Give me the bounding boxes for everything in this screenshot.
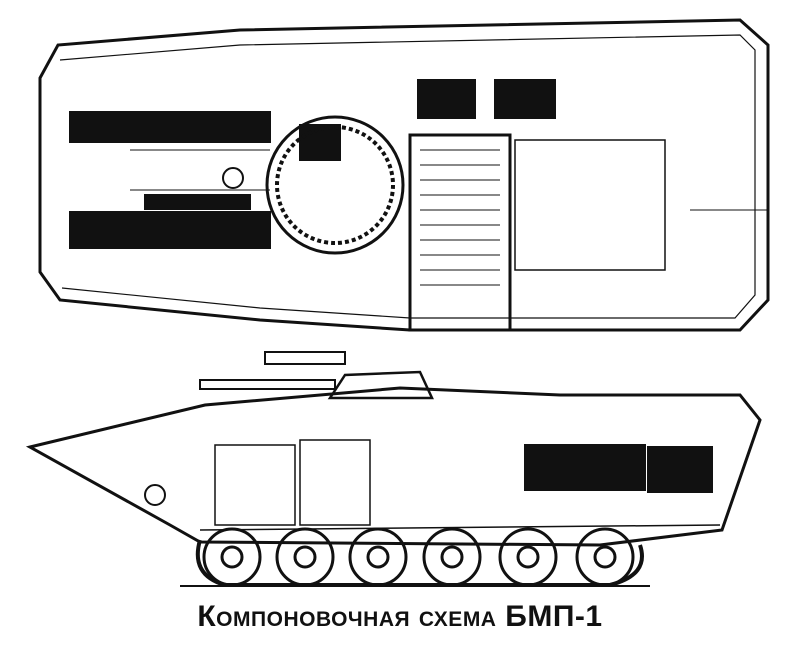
radiator-fins: [420, 149, 500, 286]
turret-ring: [265, 115, 405, 255]
fuel-tank-left-mid: [144, 194, 251, 210]
front-drive-sprocket: [144, 484, 166, 506]
turret-seat-block: [299, 124, 341, 161]
top-hull-outline: [38, 18, 770, 332]
fuel-tank-left-bottom: [69, 211, 271, 249]
road-wheel: [575, 527, 635, 587]
wheel-hub: [440, 545, 464, 569]
troop-rack-1: [524, 444, 646, 491]
road-wheel: [202, 527, 262, 587]
wheel-hub: [593, 545, 617, 569]
fuel-tank-left-top: [69, 111, 271, 143]
engine-block: [514, 139, 666, 271]
driver-compartment: [214, 444, 296, 526]
road-wheel: [422, 527, 482, 587]
track: [195, 539, 644, 587]
radiator-block: [408, 133, 512, 332]
wheel-hub: [293, 545, 317, 569]
hatch-block-2: [494, 79, 556, 119]
road-wheel: [498, 527, 558, 587]
top-hull-inner: [59, 34, 756, 319]
hatch-circle: [222, 167, 244, 189]
hull-floor: [199, 524, 721, 531]
turret: [327, 370, 434, 400]
road-wheels: [202, 527, 635, 587]
gun-barrel: [199, 379, 336, 390]
wheel-hub: [516, 545, 540, 569]
top-view: [38, 18, 770, 332]
wheel-hub: [220, 545, 244, 569]
missile-launcher: [264, 351, 346, 365]
hatch-block-1: [417, 79, 476, 119]
wheel-hub: [366, 545, 390, 569]
side-hull-outline: [25, 386, 762, 547]
road-wheel: [348, 527, 408, 587]
rear-compartment: [299, 439, 371, 526]
diagram-caption: Компоновочная схема БМП-1: [197, 600, 603, 633]
side-view: [25, 351, 762, 587]
turret-ring-inner: [275, 125, 395, 245]
troop-rack-2: [647, 446, 713, 493]
road-wheel: [275, 527, 335, 587]
